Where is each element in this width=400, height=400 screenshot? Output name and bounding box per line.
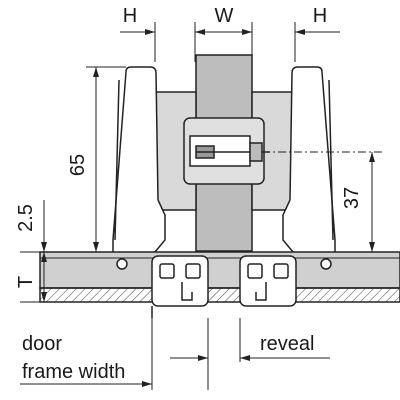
dim-2-5-label: 2.5 — [15, 204, 37, 232]
pivot-screws — [116, 258, 332, 270]
door-label: door — [22, 333, 62, 355]
dim-w-label: W — [215, 5, 234, 27]
left-dimension-arrows — [41, 67, 99, 302]
bottom-dimension-arrows — [142, 355, 250, 387]
top-dimension-arrows — [145, 29, 305, 35]
frame-width-label: frame width — [22, 361, 125, 383]
dim-65-label: 65 — [67, 154, 89, 176]
dim-h-right-label: H — [313, 5, 327, 27]
bottom-dimension-lines — [20, 318, 330, 390]
dim-37-label: 37 — [341, 187, 363, 209]
frame-profile-right — [239, 255, 297, 307]
dim-h-left-label: H — [123, 5, 137, 27]
dim-t-label: T — [15, 276, 37, 288]
door-frame-band — [39, 251, 400, 303]
right-dimension-arrows — [369, 152, 375, 252]
reveal-label: reveal — [260, 333, 314, 355]
bolt-assembly — [183, 117, 270, 185]
frame-profile-left — [151, 255, 209, 318]
